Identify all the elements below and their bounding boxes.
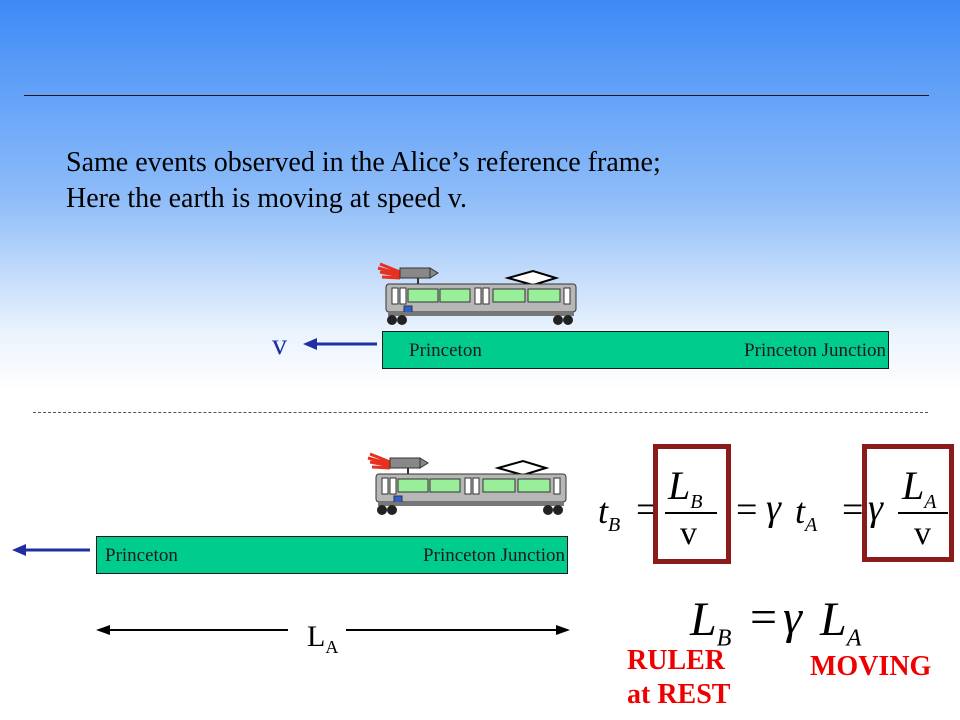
eq2-lb: LB (690, 593, 732, 652)
train-icon-top (377, 262, 577, 325)
eq2-la: LA (820, 593, 862, 652)
length-label: LA (307, 620, 339, 657)
velocity-label: v (272, 328, 287, 361)
eq-v-denominator-2: v (914, 515, 931, 552)
eq-time-tb: tB (598, 491, 621, 537)
platform-top-label-princeton: Princeton (409, 340, 482, 361)
eq-time-ta: tA (795, 491, 818, 537)
train-graphic (367, 452, 567, 515)
scene-divider-dashed (33, 412, 928, 413)
title-line-2: Here the earth is moving at speed v. (66, 183, 467, 214)
eq-equals-3: = (842, 489, 864, 531)
velocity-arrow-bottom (12, 544, 90, 556)
train-graphic (377, 262, 577, 325)
eq-equals-2: = (736, 489, 758, 531)
eq-gamma-2: γ (868, 487, 883, 529)
platform-bottom: Princeton Princeton Junction (96, 536, 568, 574)
ruler-at-rest-label: RULER at REST (627, 645, 731, 710)
length-dimension-arrow (96, 625, 570, 635)
fraction-bar-2 (898, 512, 948, 514)
eq-v-denominator-1: v (680, 515, 697, 552)
slide-title: Same events observed in the Alice’s refe… (66, 145, 661, 217)
top-divider-line (24, 95, 929, 96)
highlight-box-left (653, 444, 731, 564)
platform-top: Princeton Princeton Junction (382, 331, 889, 369)
platform-bottom-label-junction: Princeton Junction (423, 545, 565, 566)
eq2-gamma: γ (783, 591, 802, 644)
velocity-arrow-top (303, 338, 377, 350)
eq-gamma-1: γ (766, 487, 781, 529)
moving-label: MOVING (810, 651, 932, 682)
eq-la-numerator: LA (902, 463, 937, 513)
platform-top-label-junction: Princeton Junction (744, 340, 886, 361)
train-icon-bottom (367, 452, 567, 515)
eq2-equals: = (750, 591, 778, 644)
title-line-1: Same events observed in the Alice’s refe… (66, 147, 661, 178)
fraction-bar-1 (665, 512, 717, 514)
eq-lb-numerator: LB (668, 463, 703, 513)
eq-equals-1: = (636, 489, 658, 531)
platform-bottom-label-princeton: Princeton (105, 545, 178, 566)
highlight-box-right (862, 444, 954, 562)
